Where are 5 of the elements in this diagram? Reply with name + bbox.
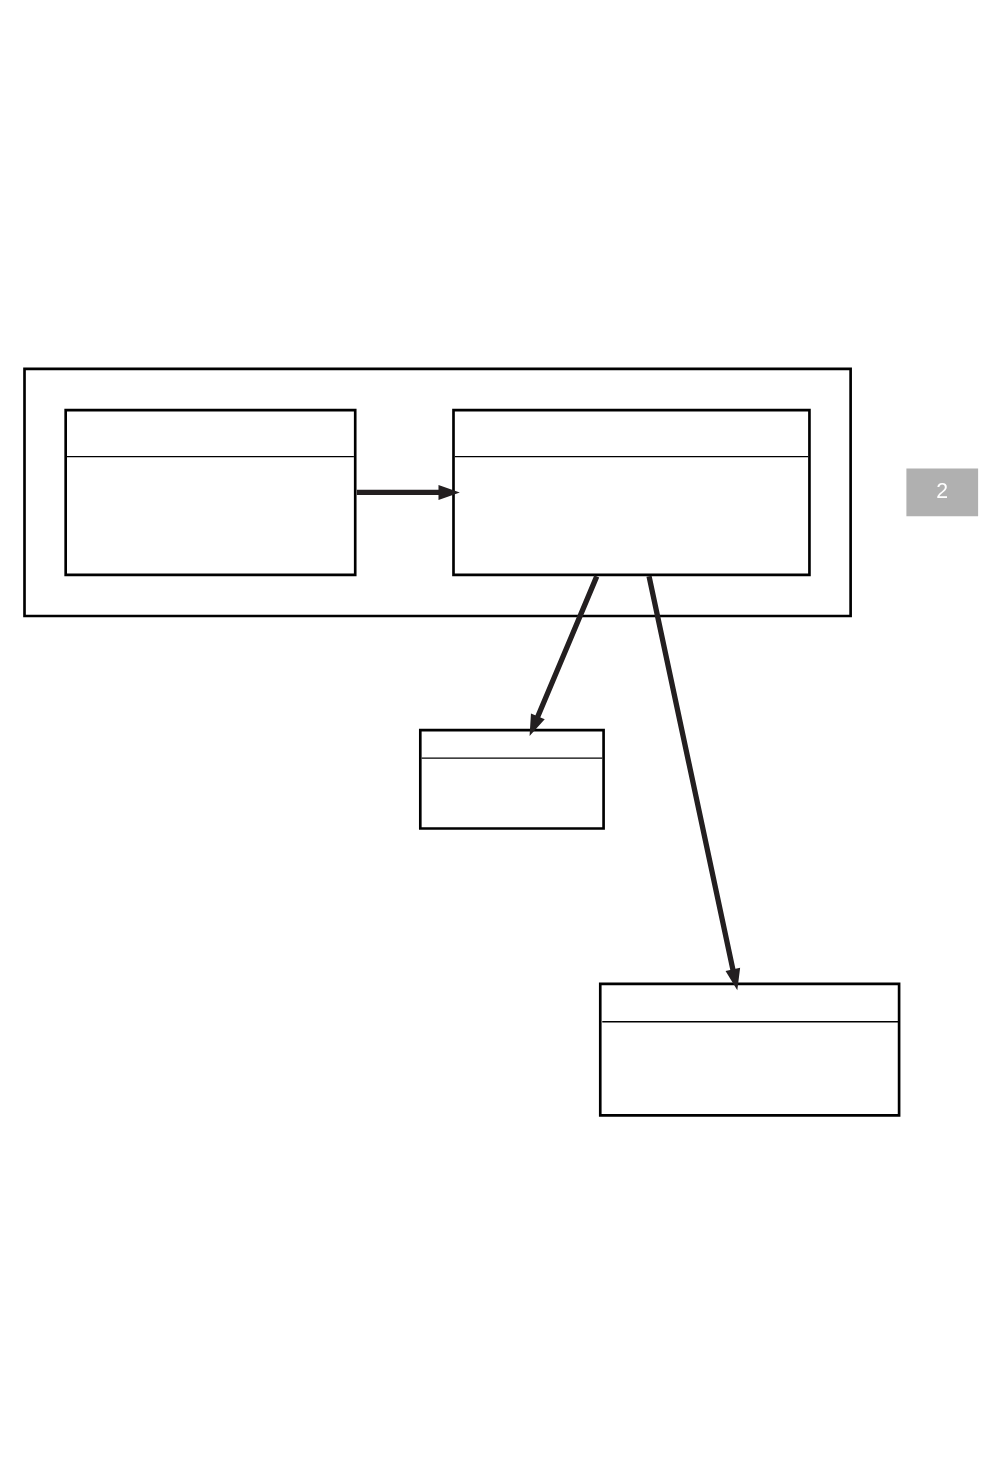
arrow xyxy=(356,484,460,500)
arrow xyxy=(646,575,741,990)
arrow xyxy=(529,574,600,736)
label: 2 xyxy=(936,478,949,502)
cluster xyxy=(23,367,852,617)
